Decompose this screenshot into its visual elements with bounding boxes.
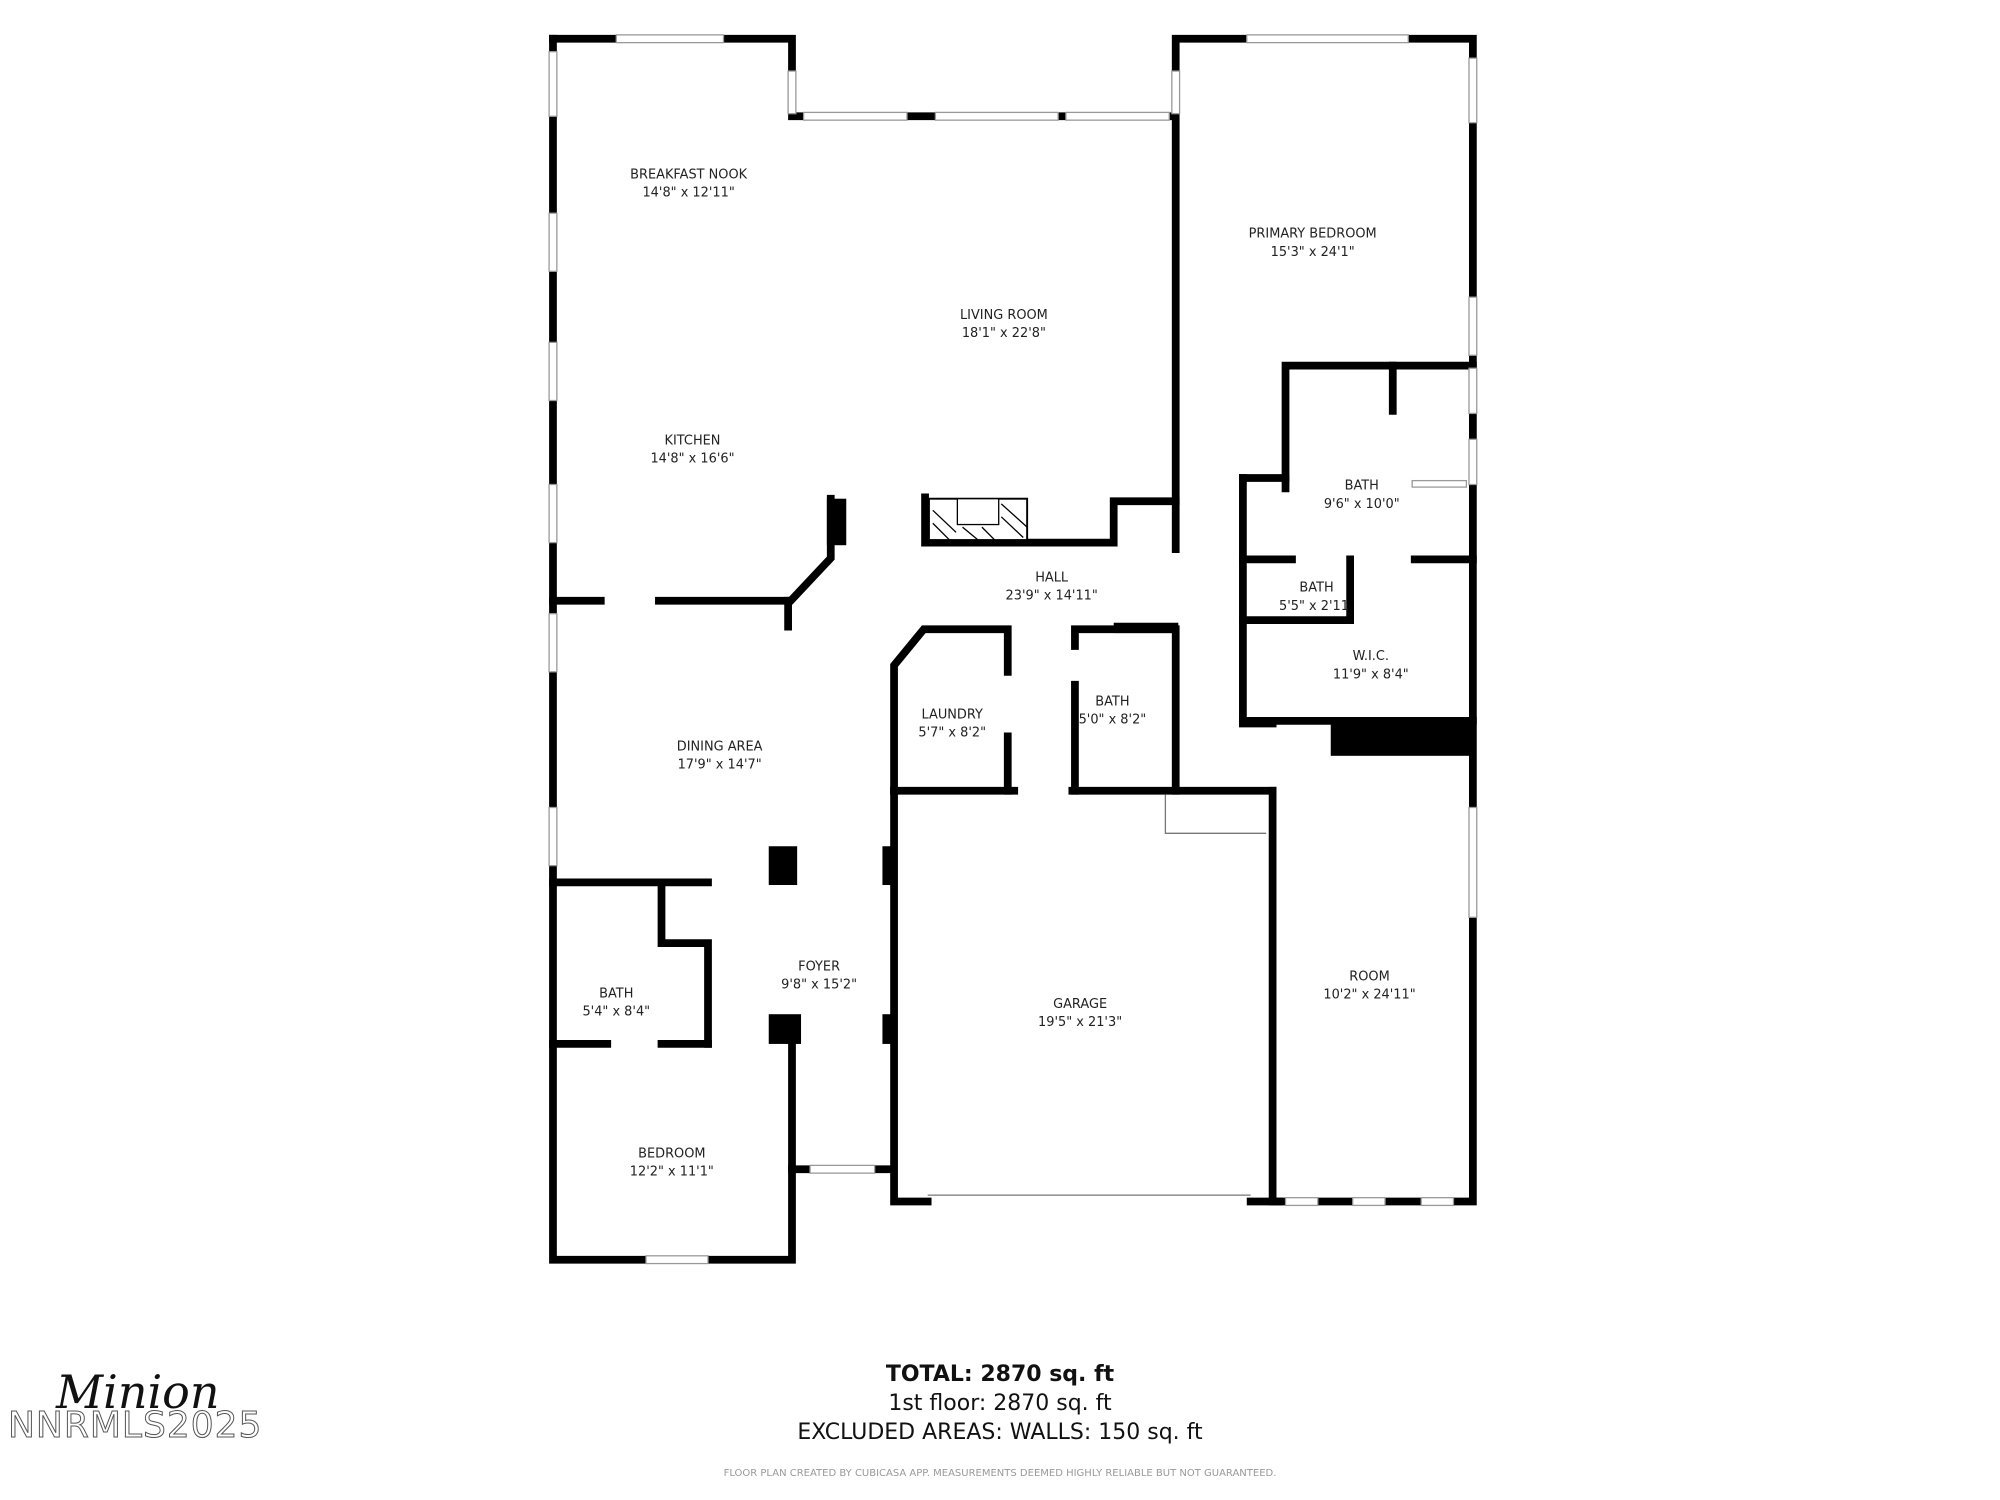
svg-text:9'6" x 10'0": 9'6" x 10'0" [1324, 497, 1400, 512]
room-breakfast-nook: BREAKFAST NOOK 14'8" x 12'11" [630, 167, 747, 200]
svg-text:LAUNDRY: LAUNDRY [922, 707, 983, 722]
svg-text:DINING AREA: DINING AREA [677, 740, 763, 755]
svg-text:BATH: BATH [599, 986, 633, 1001]
svg-text:5'0" x 8'2": 5'0" x 8'2" [1079, 713, 1147, 728]
room-small-bath: BATH 5'5" x 2'11 [1279, 581, 1349, 614]
svg-text:ROOM: ROOM [1349, 970, 1389, 985]
room-dining-area: DINING AREA 17'9" x 14'7" [677, 740, 763, 773]
room-kitchen: KITCHEN 14'8" x 16'6" [650, 433, 734, 466]
svg-text:BREAKFAST NOOK: BREAKFAST NOOK [630, 167, 747, 182]
logo-script: Minion [56, 1365, 220, 1419]
watermark: NNRMLS2025 [7, 1405, 263, 1447]
svg-text:5'5" x 2'11: 5'5" x 2'11 [1279, 599, 1349, 614]
room-foyer: FOYER 9'8" x 15'2" [781, 959, 857, 992]
svg-text:11'9" x 8'4": 11'9" x 8'4" [1333, 667, 1409, 682]
svg-text:15'3" x 24'1": 15'3" x 24'1" [1271, 245, 1355, 260]
room-guest-bath: BATH 5'4" x 8'4" [582, 986, 650, 1019]
svg-text:14'8" x 16'6": 14'8" x 16'6" [650, 452, 734, 467]
room-labels: BREAKFAST NOOK 14'8" x 12'11" LIVING ROOM… [582, 167, 1415, 1179]
svg-text:KITCHEN: KITCHEN [665, 433, 721, 448]
room-garage: GARAGE 19'5" x 21'3" [1038, 997, 1122, 1030]
svg-text:10'2" x 24'11": 10'2" x 24'11" [1323, 988, 1415, 1003]
svg-text:W.I.C.: W.I.C. [1353, 649, 1389, 664]
total-area: TOTAL: 2870 sq. ft [885, 1362, 1115, 1387]
svg-text:23'9" x 14'11": 23'9" x 14'11" [1006, 588, 1098, 603]
svg-text:LIVING ROOM: LIVING ROOM [960, 308, 1048, 323]
svg-text:5'7" x 8'2": 5'7" x 8'2" [918, 725, 986, 740]
svg-text:9'8" x 15'2": 9'8" x 15'2" [781, 977, 857, 992]
room-primary-bath: BATH 9'6" x 10'0" [1324, 479, 1400, 512]
svg-text:BEDROOM: BEDROOM [638, 1147, 705, 1162]
room-hall: HALL 23'9" x 14'11" [1006, 570, 1098, 603]
solid-blocks [768, 498, 1473, 1044]
room-primary-bedroom: PRIMARY BEDROOM 15'3" x 24'1" [1249, 227, 1377, 260]
svg-text:PRIMARY BEDROOM: PRIMARY BEDROOM [1249, 227, 1377, 242]
first-floor-area: 1st floor: 2870 sq. ft [888, 1391, 1112, 1416]
room-laundry: LAUNDRY 5'7" x 8'2" [918, 707, 986, 740]
room-living-room: LIVING ROOM 18'1" x 22'8" [960, 308, 1048, 341]
windows [548, 34, 1478, 1265]
room-bedroom: BEDROOM 12'2" x 11'1" [630, 1147, 714, 1180]
room-wic: W.I.C. 11'9" x 8'4" [1333, 649, 1409, 682]
walls [549, 34, 1477, 1264]
logo: Minion NNRMLS2025 [7, 1365, 263, 1447]
svg-text:14'8" x 12'11": 14'8" x 12'11" [642, 185, 734, 200]
svg-text:HALL: HALL [1035, 570, 1069, 585]
room-room: ROOM 10'2" x 24'11" [1323, 970, 1415, 1003]
svg-text:5'4" x 8'4": 5'4" x 8'4" [582, 1005, 650, 1020]
svg-text:BATH: BATH [1299, 581, 1333, 596]
svg-text:FOYER: FOYER [798, 959, 840, 974]
svg-text:18'1" x 22'8": 18'1" x 22'8" [962, 326, 1046, 341]
svg-text:19'5" x 21'3": 19'5" x 21'3" [1038, 1015, 1122, 1030]
svg-text:BATH: BATH [1345, 479, 1379, 494]
svg-text:17'9" x 14'7": 17'9" x 14'7" [678, 758, 762, 773]
room-hall-bath: BATH 5'0" x 8'2" [1079, 694, 1147, 727]
svg-text:12'2" x 11'1": 12'2" x 11'1" [630, 1165, 714, 1180]
svg-text:GARAGE: GARAGE [1053, 997, 1107, 1012]
fireplace [927, 497, 1029, 542]
disclaimer: FLOOR PLAN CREATED BY CUBICASA APP. MEAS… [723, 1468, 1277, 1479]
excluded-areas: EXCLUDED AREAS: WALLS: 150 sq. ft [797, 1420, 1203, 1445]
svg-text:BATH: BATH [1095, 694, 1129, 709]
